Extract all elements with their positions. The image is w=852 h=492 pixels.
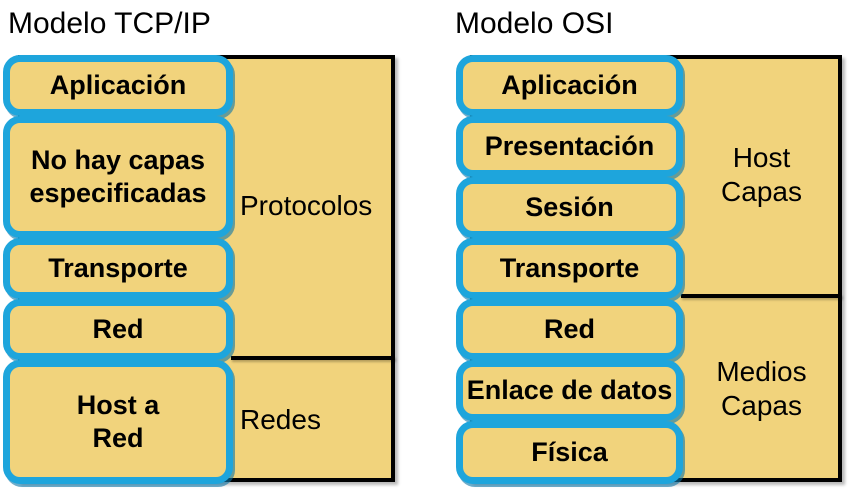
layer-label-line: Presentación xyxy=(484,131,655,161)
osi-layer-transporte: Transporte xyxy=(456,238,683,299)
layer-label-line: especificadas xyxy=(29,178,207,208)
layer-label-line: Física xyxy=(531,437,608,467)
tcpip-layer-host-a-red: Host a Red xyxy=(3,360,233,484)
osi-layer-red: Red xyxy=(456,299,683,360)
group-label-line: Redes xyxy=(240,404,321,435)
group-label-line: Host xyxy=(732,142,791,173)
osi-layer-fisica: Física xyxy=(456,421,683,484)
layer-label-line: Red xyxy=(543,314,595,344)
osi-layer-presentacion: Presentación xyxy=(456,116,683,177)
group-label-line: Capas xyxy=(721,390,802,421)
osi-group-label-medios-capas: Medios Capas xyxy=(683,298,840,480)
tcpip-layer-no-hay-capas: No hay capas especificadas xyxy=(3,116,233,238)
osi-layer-sesion: Sesión xyxy=(456,177,683,238)
layer-label-line: No hay capas xyxy=(30,145,206,175)
tcpip-group-label-redes: Redes xyxy=(240,360,393,480)
osi-layer-stack: Aplicación Presentación Sesión Transport… xyxy=(456,55,683,484)
layer-label-line: Red xyxy=(92,314,144,344)
layer-label-line: Aplicación xyxy=(49,70,187,100)
tcpip-group-divider xyxy=(231,356,395,360)
osi-group-label-host-capas: Host Capas xyxy=(683,57,840,293)
layer-label-line: Sesión xyxy=(525,192,614,222)
tcpip-layer-stack: Aplicación No hay capas especificadas Tr… xyxy=(3,55,233,484)
group-label-line: Protocolos xyxy=(240,189,373,221)
osi-layer-aplicacion: Aplicación xyxy=(456,55,683,116)
layer-label-line: Aplicación xyxy=(501,70,638,100)
tcpip-layer-aplicacion: Aplicación xyxy=(3,55,233,116)
layer-label-line: Enlace de datos xyxy=(466,375,673,405)
group-label-line: Capas xyxy=(721,176,802,207)
tcpip-layer-red: Red xyxy=(3,299,233,360)
group-label-line: Medios xyxy=(716,356,807,387)
tcpip-group-label-protocolos: Protocolos xyxy=(240,57,393,354)
osi-group-divider xyxy=(681,294,842,298)
tcpip-layer-transporte: Transporte xyxy=(3,238,233,299)
layer-label-line: Red xyxy=(92,423,144,453)
layer-label-line: Host a xyxy=(76,390,160,420)
tcpip-model-title: Modelo TCP/IP xyxy=(8,7,211,40)
layer-label-line: Transporte xyxy=(499,253,640,283)
layer-label-line: Transporte xyxy=(48,253,188,283)
osi-layer-enlace-de-datos: Enlace de datos xyxy=(456,360,683,421)
osi-model-title: Modelo OSI xyxy=(455,7,614,40)
